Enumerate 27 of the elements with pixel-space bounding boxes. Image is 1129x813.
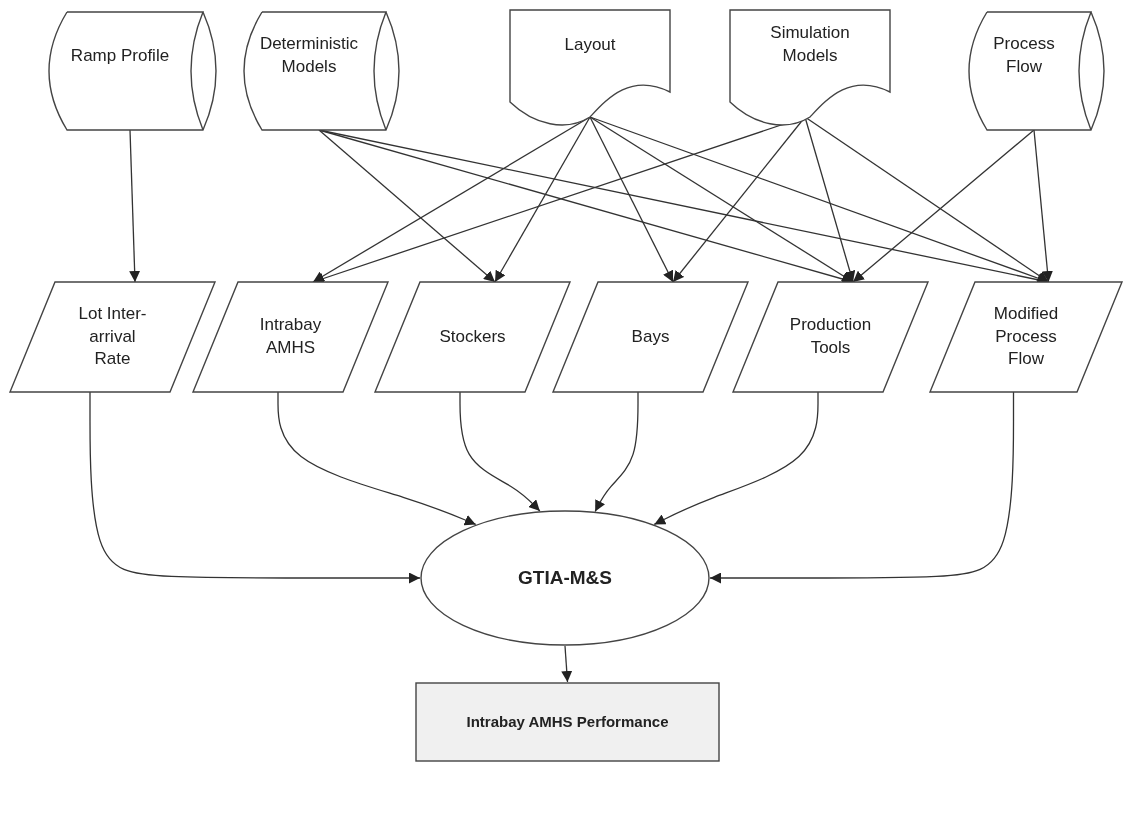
arrow [318,129,496,283]
node-label: Production Tools [789,314,872,359]
node-label: Intrabay AMHS Performance [466,711,669,732]
node-label: GTIA-M&S [518,566,612,591]
node-label: Lot Inter-arrival Rate [77,302,148,371]
node-label: Modified Process Flow [993,302,1059,371]
arrow [653,391,819,526]
arrow [89,391,421,584]
node-label: Process Flow [992,33,1056,78]
arrow [589,116,854,283]
arrow [129,129,141,283]
arrow [277,391,477,526]
arrow [589,116,674,283]
node-label: Intrabay AMHS [258,314,323,359]
arrow [1033,129,1053,283]
arrow [459,391,541,512]
arrow [852,129,1035,283]
node-label: Deterministic Models [259,33,359,78]
arrow [494,116,591,283]
node-label: Bays [631,325,670,348]
node-label: Simulation Models [769,22,851,67]
node-label: Ramp Profile [70,44,170,67]
arrow [594,391,639,513]
node-label: Stockers [439,325,506,348]
arrow [561,645,573,683]
node-label: Layout [564,33,616,56]
arrow [709,391,1015,584]
